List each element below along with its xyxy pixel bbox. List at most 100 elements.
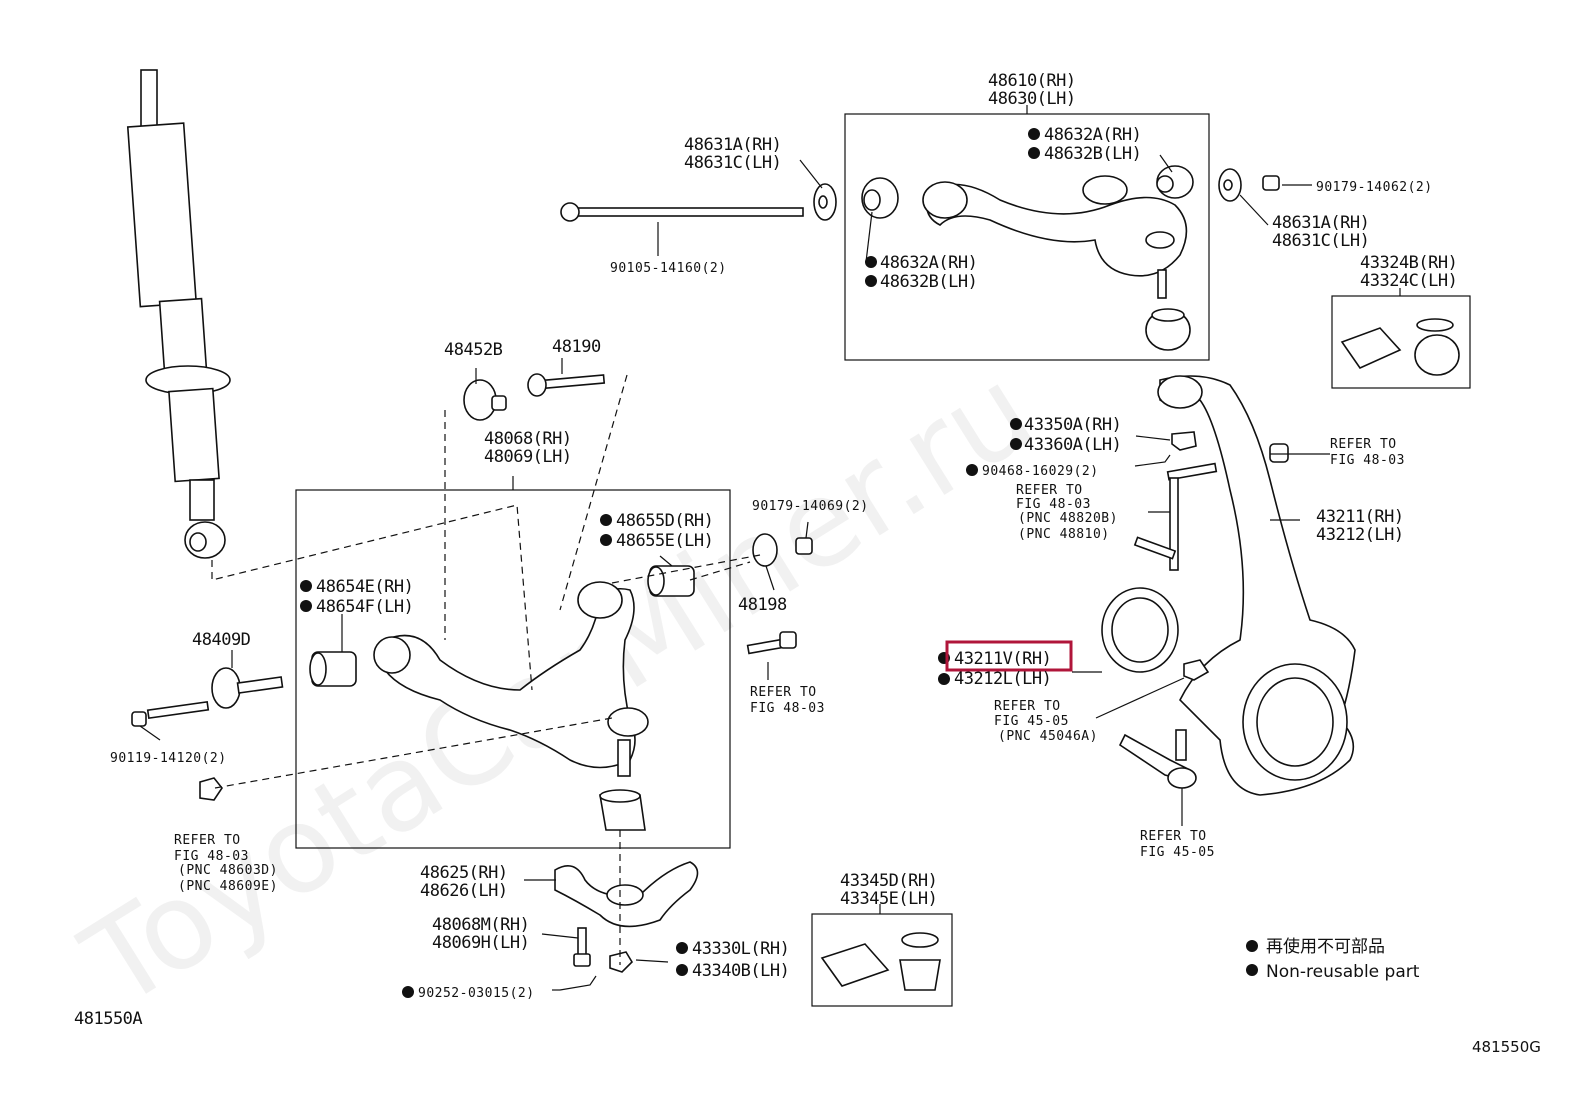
cotter-pin-90468 — [1134, 454, 1171, 467]
label-bolt-48068m[interactable]: 48068M(RH) — [432, 915, 530, 935]
label-refer-to-1[interactable]: REFER TO — [1330, 437, 1397, 452]
label-bush-48655e[interactable]: 48655E(LH) — [616, 531, 714, 551]
label-bush-top-rh[interactable]: 48632A(RH) — [1044, 125, 1142, 145]
label-nut-90179-14069[interactable]: 90179-14069(2) — [752, 499, 869, 514]
lower-bushing-48654 — [309, 651, 357, 687]
stabilizer-link — [1133, 462, 1218, 571]
label-fig-48-03-a[interactable]: FIG 48-03 — [1330, 453, 1405, 468]
label-bracket-rh[interactable]: 48625(RH) — [420, 863, 508, 883]
label-pnc-48820b[interactable]: (PNC 48820B) — [1018, 511, 1118, 526]
label-pnc-48810[interactable]: (PNC 48810) — [1018, 527, 1110, 542]
label-nut-43340b[interactable]: 43340B(LH) — [692, 961, 790, 981]
label-upper-arm-lh[interactable]: 48630(LH) — [988, 89, 1076, 109]
cam-48409d — [211, 667, 284, 709]
label-pnc-48609e[interactable]: (PNC 48609E) — [178, 879, 278, 894]
label-refer-to-6[interactable]: REFER TO — [1140, 829, 1207, 844]
label-knuckle-lh[interactable]: 43212(LH) — [1316, 525, 1404, 545]
upper-control-arm — [922, 175, 1191, 351]
label-bolt-48069h[interactable]: 48069H(LH) — [432, 933, 530, 953]
non-reusable-marker — [402, 986, 414, 998]
oil-seal-43211v — [1101, 587, 1179, 673]
label-knuckle-v-rh[interactable]: 43211V(RH) — [954, 649, 1052, 669]
label-nut-43350a[interactable]: 43350A(RH) — [1024, 415, 1122, 435]
label-bush-48655d[interactable]: 48655D(RH) — [616, 511, 714, 531]
bolt-90119 — [131, 700, 210, 727]
knuckle-nut-43350 — [1171, 431, 1197, 451]
label-bush-left-lh[interactable]: 48632B(LH) — [880, 272, 978, 292]
label-lower-arm-rh[interactable]: 48068(RH) — [484, 429, 572, 449]
label-bolt-90105[interactable]: 90105-14160(2) — [610, 261, 727, 276]
cam-plate-left — [813, 183, 837, 221]
leader-lines — [139, 154, 1401, 991]
labels: 48610(RH) 48630(LH) 48631A(RH) 48631C(LH… — [110, 71, 1458, 1001]
label-fig-45-05-b[interactable]: FIG 45-05 — [1140, 845, 1215, 860]
label-nut-43360a[interactable]: 43360A(LH) — [1024, 435, 1122, 455]
nut-90179-14062 — [1262, 175, 1280, 191]
label-knuckle-l-lh[interactable]: 43212L(LH) — [954, 669, 1052, 689]
lower-bushing-48655 — [647, 565, 695, 597]
boot-kit-box-43324 — [1331, 295, 1471, 389]
label-lower-arm-lh[interactable]: 48069(LH) — [484, 447, 572, 467]
label-fig-45-05-a[interactable]: FIG 45-05 — [994, 714, 1069, 729]
non-reusable-marker — [676, 964, 688, 976]
label-bush-left-rh[interactable]: 48632A(RH) — [880, 253, 978, 273]
label-bush-48654e[interactable]: 48654E(RH) — [316, 577, 414, 597]
label-nut-43330l[interactable]: 43330L(RH) — [692, 939, 790, 959]
non-reusable-marker — [1010, 418, 1022, 430]
nut-48603d — [199, 777, 223, 801]
label-48190[interactable]: 48190 — [552, 337, 601, 357]
label-cam-plate-rh[interactable]: 48631A(RH) — [684, 135, 782, 155]
label-refer-to-3[interactable]: REFER TO — [750, 685, 817, 700]
label-upper-arm-rh[interactable]: 48610(RH) — [988, 71, 1076, 91]
label-boot-kit2-lh[interactable]: 43345E(LH) — [840, 889, 938, 909]
label-48198[interactable]: 48198 — [738, 595, 787, 615]
label-pnc-48603d[interactable]: (PNC 48603D) — [178, 863, 278, 878]
diagram-code-left: 481550A — [74, 1009, 142, 1029]
label-fig-48-03-d[interactable]: FIG 48-03 — [174, 849, 249, 864]
label-refer-to-2[interactable]: REFER TO — [1016, 483, 1083, 498]
lower-control-arm — [373, 581, 649, 777]
label-48409d[interactable]: 48409D — [192, 630, 251, 650]
label-cam-plate-r-rh[interactable]: 48631A(RH) — [1272, 213, 1370, 233]
dashed-lines — [211, 374, 761, 965]
label-bolt-90119[interactable]: 90119-14120(2) — [110, 751, 227, 766]
non-reusable-marker — [300, 580, 312, 592]
legend-dot — [1246, 940, 1258, 952]
label-refer-to-4[interactable]: REFER TO — [994, 699, 1061, 714]
bracket-48625 — [554, 861, 699, 928]
label-bush-48654f[interactable]: 48654F(LH) — [316, 597, 414, 617]
boot-kit-43324 — [1340, 318, 1460, 376]
label-bush-top-lh[interactable]: 48632B(LH) — [1044, 144, 1142, 164]
label-boot-kit-lh[interactable]: 43324C(LH) — [1360, 271, 1458, 291]
legend: 再使用不可部品 Non-reusable part — [1246, 936, 1420, 982]
cam-plate-right — [1218, 168, 1242, 202]
non-reusable-marker — [938, 673, 950, 685]
label-pin-90468[interactable]: 90468-16029(2) — [982, 464, 1099, 479]
bolt-48190 — [527, 373, 606, 397]
label-bracket-lh[interactable]: 48626(LH) — [420, 881, 508, 901]
label-nut-90179-14062[interactable]: 90179-14062(2) — [1316, 180, 1433, 195]
tie-rod-end — [1118, 729, 1197, 789]
non-reusable-marker — [600, 534, 612, 546]
label-fig-48-03-c[interactable]: FIG 48-03 — [750, 701, 825, 716]
label-boot-kit2-rh[interactable]: 43345D(RH) — [840, 871, 938, 891]
label-boot-kit-rh[interactable]: 43324B(RH) — [1360, 253, 1458, 273]
label-knuckle-rh[interactable]: 43211(RH) — [1316, 507, 1404, 527]
plate-48198 — [752, 533, 778, 567]
label-48452b[interactable]: 48452B — [444, 340, 503, 360]
hub-nut-45-05 — [1183, 659, 1210, 681]
highlight-box — [945, 640, 1073, 672]
label-cam-plate-lh[interactable]: 48631C(LH) — [684, 153, 782, 173]
label-refer-to-5[interactable]: REFER TO — [174, 833, 241, 848]
label-fig-48-03-b[interactable]: FIG 48-03 — [1016, 497, 1091, 512]
label-cam-plate-r-lh[interactable]: 48631C(LH) — [1272, 231, 1370, 251]
label-pnc-45046a[interactable]: (PNC 45046A) — [998, 729, 1098, 744]
label-pin-90252[interactable]: 90252-03015(2) — [418, 986, 535, 1001]
non-reusable-marker — [865, 275, 877, 287]
boot-kit-43345 — [820, 932, 941, 991]
upper-arm-bolt — [560, 202, 804, 222]
legend-dot — [1246, 964, 1258, 976]
cam-48452b — [463, 379, 507, 421]
cotter-pin-90252 — [559, 975, 597, 991]
